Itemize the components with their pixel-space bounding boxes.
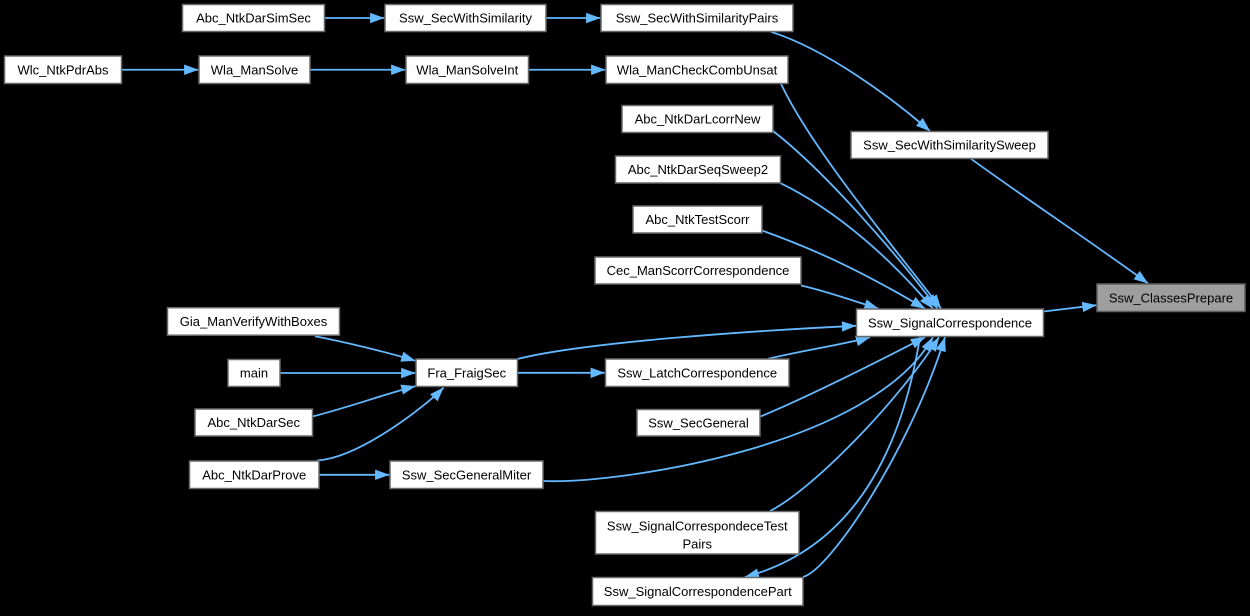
svg-text:Wlc_NtkPdrAbs: Wlc_NtkPdrAbs	[17, 62, 109, 77]
svg-text:Gia_ManVerifyWithBoxes: Gia_ManVerifyWithBoxes	[180, 314, 328, 329]
svg-text:Pairs: Pairs	[682, 537, 712, 552]
svg-text:Wla_ManCheckCombUnsat: Wla_ManCheckCombUnsat	[617, 62, 778, 77]
svg-text:Ssw_SignalCorrespondencePart: Ssw_SignalCorrespondencePart	[604, 584, 792, 599]
svg-text:Ssw_SecGeneral: Ssw_SecGeneral	[648, 415, 749, 430]
svg-text:Wla_ManSolve: Wla_ManSolve	[211, 62, 298, 77]
svg-text:Ssw_SignalCorrespondeceTest: Ssw_SignalCorrespondeceTest	[607, 519, 788, 534]
svg-text:Abc_NtkDarLcorrNew: Abc_NtkDarLcorrNew	[635, 112, 761, 127]
svg-text:Abc_NtkTestScorr: Abc_NtkTestScorr	[645, 212, 750, 227]
svg-text:Abc_NtkDarSeqSweep2: Abc_NtkDarSeqSweep2	[628, 162, 768, 177]
svg-text:Fra_FraigSec: Fra_FraigSec	[427, 365, 506, 380]
svg-text:Ssw_SecGeneralMiter: Ssw_SecGeneralMiter	[402, 467, 532, 482]
svg-text:Ssw_ClassesPrepare: Ssw_ClassesPrepare	[1109, 290, 1233, 305]
svg-text:Cec_ManScorrCorrespondence: Cec_ManScorrCorrespondence	[607, 263, 790, 278]
svg-text:Wla_ManSolveInt: Wla_ManSolveInt	[416, 62, 518, 77]
svg-text:Abc_NtkDarSec: Abc_NtkDarSec	[208, 415, 301, 430]
svg-text:Abc_NtkDarSimSec: Abc_NtkDarSimSec	[196, 11, 311, 26]
svg-text:Ssw_SecWithSimilaritySweep: Ssw_SecWithSimilaritySweep	[863, 138, 1036, 153]
svg-text:Ssw_SecWithSimilarity: Ssw_SecWithSimilarity	[399, 11, 532, 26]
svg-text:Ssw_SignalCorrespondence: Ssw_SignalCorrespondence	[868, 315, 1032, 330]
svg-text:Ssw_SecWithSimilarityPairs: Ssw_SecWithSimilarityPairs	[616, 11, 779, 26]
svg-text:Ssw_LatchCorrespondence: Ssw_LatchCorrespondence	[617, 365, 777, 380]
svg-text:main: main	[240, 366, 268, 381]
svg-text:Abc_NtkDarProve: Abc_NtkDarProve	[202, 467, 306, 482]
